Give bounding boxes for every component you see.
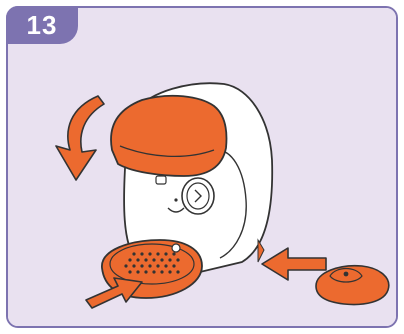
perforation-dot — [176, 258, 179, 261]
perforation-dot — [128, 270, 131, 273]
machine-lid — [111, 96, 226, 176]
step-number: 13 — [27, 10, 58, 41]
perforation-dot — [160, 258, 163, 261]
perforation-dot — [148, 252, 151, 255]
perforation-dot — [164, 252, 167, 255]
perforation-dot — [124, 264, 127, 267]
perforation-dot — [148, 264, 151, 267]
perforation-dot — [128, 258, 131, 261]
perforation-dot — [132, 252, 135, 255]
perforation-dot — [140, 252, 143, 255]
perforation-dot — [156, 264, 159, 267]
perforation-dot — [136, 270, 139, 273]
step-badge: 13 — [6, 6, 78, 44]
perforation-dot — [144, 258, 147, 261]
perforation-dot — [176, 270, 179, 273]
perforation-dot — [172, 252, 175, 255]
perforation-dot — [168, 258, 171, 261]
coffee-pod — [316, 266, 389, 305]
perforation-dot — [136, 258, 139, 261]
perforation-dot — [152, 270, 155, 273]
perforation-dot — [164, 264, 167, 267]
perforation-dot — [172, 264, 175, 267]
perforation-dot — [132, 264, 135, 267]
perforation-dot — [160, 270, 163, 273]
perforation-dot — [168, 270, 171, 273]
perforation-dot — [144, 270, 147, 273]
perforation-dot — [152, 258, 155, 261]
perforation-dot — [140, 264, 143, 267]
perforation-dot — [156, 252, 159, 255]
control-button — [182, 178, 214, 214]
